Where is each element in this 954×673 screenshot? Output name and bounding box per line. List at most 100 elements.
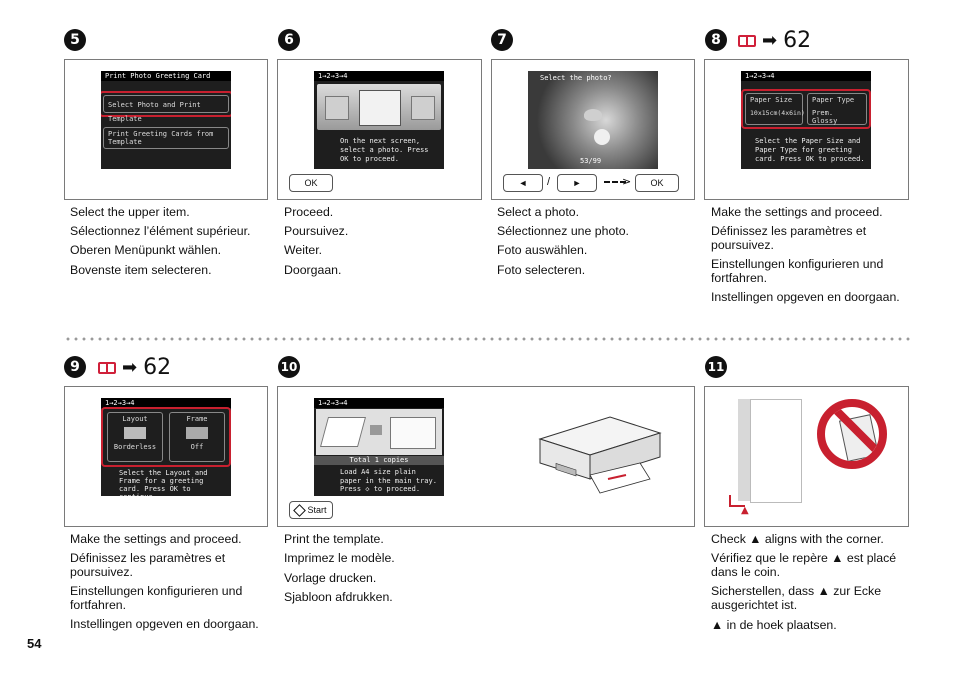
lcd-screen: 1→2→3→4 Paper Size 10x15cm(4x6in) Paper … bbox=[741, 71, 871, 169]
step-number-5: 5 bbox=[64, 29, 86, 51]
frame-thumbnail bbox=[186, 427, 208, 439]
step-7-illustration: Select the photo? 53/99 ◄ / ► > OK bbox=[491, 59, 695, 200]
book-icon bbox=[738, 34, 756, 47]
document-sheet bbox=[750, 399, 802, 503]
template-carousel bbox=[317, 84, 441, 130]
paper-type-setting: Paper Type Prem. Glossy bbox=[807, 93, 867, 125]
lcd-screen: 1→2→3→4 Layout Borderless Frame Off Sele… bbox=[101, 398, 231, 496]
lcd-header: 1→2→3→4 bbox=[101, 398, 231, 408]
layout-thumbnail bbox=[124, 427, 146, 439]
step-5-line-4: Bovenste item selecteren. bbox=[70, 263, 212, 277]
page-reference[interactable]: ➡ 62 bbox=[98, 355, 171, 380]
load-paper-graphic bbox=[316, 409, 442, 455]
start-icon bbox=[293, 503, 307, 517]
step-5-line-3: Oberen Menüpunkt wählen. bbox=[70, 243, 222, 257]
triangle-marker-icon: ▲ bbox=[741, 505, 749, 516]
step-10-line-4: Sjabloon afdrukken. bbox=[284, 590, 393, 604]
step-8-line-2: Définissez les paramètres et poursuivez. bbox=[711, 224, 867, 252]
page-reference[interactable]: ➡ 62 bbox=[738, 28, 811, 53]
step-8-illustration: 1→2→3→4 Paper Size 10x15cm(4x6in) Paper … bbox=[704, 59, 909, 200]
step-9-line-2: Définissez les paramètres et poursuivez. bbox=[70, 551, 226, 579]
reference-page-number: 62 bbox=[143, 355, 172, 380]
lcd-instruction: Select the Layout and Frame for a greeti… bbox=[119, 469, 208, 496]
step-11-line-2: Vérifiez que le repère ▲ est placé dans … bbox=[711, 551, 897, 579]
lcd-header: 1→2→3→4 bbox=[741, 71, 871, 81]
step-6-illustration: 1→2→3→4 On the next screen, select a pho… bbox=[277, 59, 482, 200]
lcd-screen: 1→2→3→4 Total 1 copies Load A4 size plai… bbox=[314, 398, 444, 496]
step-number-6: 6 bbox=[278, 29, 300, 51]
step-9-illustration: 1→2→3→4 Layout Borderless Frame Off Sele… bbox=[64, 386, 268, 527]
step-7-line-2: Sélectionnez une photo. bbox=[497, 224, 629, 238]
paper-size-label: Paper Size bbox=[750, 96, 793, 104]
step-number-7: 7 bbox=[491, 29, 513, 51]
lcd-instruction: On the next screen, select a photo. Pres… bbox=[340, 137, 429, 163]
ok-button[interactable]: OK bbox=[635, 174, 679, 192]
step-5-illustration: Print Photo Greeting Card Select Photo a… bbox=[64, 59, 268, 200]
butterfly-photo bbox=[584, 109, 602, 121]
paper-type-value: Prem. Glossy bbox=[812, 109, 838, 125]
frame-value: Off bbox=[190, 443, 204, 451]
step-number-8: 8 bbox=[705, 29, 727, 51]
book-icon bbox=[98, 361, 116, 374]
lcd-instruction: Load A4 size plain paper in the main tra… bbox=[340, 468, 437, 493]
step-6-line-4: Doorgaan. bbox=[284, 263, 342, 277]
slash-separator: / bbox=[547, 176, 551, 188]
step-9-line-3: Einstellungen konfigurieren und fortfahr… bbox=[70, 584, 243, 612]
frame-setting: Frame Off bbox=[169, 412, 225, 462]
step-8-line-3: Einstellungen konfigurieren und fortfahr… bbox=[711, 257, 884, 285]
step-9-line-4: Instellingen opgeven en doorgaan. bbox=[70, 617, 259, 631]
dashed-arrow-icon bbox=[604, 181, 626, 183]
page-number: 54 bbox=[27, 636, 42, 651]
lcd-screen: 1→2→3→4 On the next screen, select a pho… bbox=[314, 71, 444, 169]
section-divider bbox=[64, 337, 910, 341]
step-number-9: 9 bbox=[64, 356, 86, 378]
layout-value: Borderless bbox=[113, 443, 157, 451]
lcd-instruction: Select the Paper Size and Paper Type for… bbox=[755, 137, 865, 163]
layout-setting: Layout Borderless bbox=[107, 412, 163, 462]
step-number-10: 10 bbox=[278, 356, 300, 378]
flower-photo bbox=[594, 129, 610, 145]
selection-highlight bbox=[101, 407, 231, 467]
lcd-option-1: Select Photo and Print Template bbox=[103, 95, 229, 123]
lcd-screen: Print Photo Greeting Card Select Photo a… bbox=[101, 71, 231, 169]
arrow-right-icon: ➡ bbox=[122, 356, 138, 378]
layout-label: Layout bbox=[122, 415, 148, 423]
lcd-header: Select the photo? bbox=[540, 74, 612, 82]
step-number-11: 11 bbox=[705, 356, 727, 378]
step-6-line-3: Weiter. bbox=[284, 243, 323, 257]
lcd-header: 1→2→3→4 bbox=[314, 71, 444, 81]
lcd-header: Print Photo Greeting Card bbox=[101, 71, 231, 81]
left-button[interactable]: ◄ bbox=[503, 174, 543, 192]
step-7-line-4: Foto selecteren. bbox=[497, 263, 586, 277]
step-6-line-1: Proceed. bbox=[284, 205, 334, 219]
start-button[interactable]: Start bbox=[289, 501, 333, 519]
ok-button[interactable]: OK bbox=[289, 174, 333, 192]
prohibited-icon bbox=[817, 399, 887, 469]
start-label: Start bbox=[307, 505, 327, 515]
copies-text: Total 1 copies bbox=[314, 456, 444, 465]
selection-highlight bbox=[741, 89, 871, 129]
step-11-illustration: ▲ bbox=[704, 386, 909, 527]
printer-illustration bbox=[538, 416, 662, 494]
step-10-line-3: Vorlage drucken. bbox=[284, 571, 377, 585]
paper-type-label: Paper Type bbox=[812, 96, 855, 104]
photo-counter: 53/99 bbox=[580, 157, 602, 165]
step-7-line-1: Select a photo. bbox=[497, 205, 580, 219]
step-11-line-1: Check ▲ aligns with the corner. bbox=[711, 532, 884, 546]
right-button[interactable]: ► bbox=[557, 174, 597, 192]
step-8-line-4: Instellingen opgeven en doorgaan. bbox=[711, 290, 900, 304]
arrow-right-icon: ➡ bbox=[762, 29, 778, 51]
paper-size-value: 10x15cm(4x6in) bbox=[750, 109, 805, 117]
step-5-line-2: Sélectionnez l’élément supérieur. bbox=[70, 224, 251, 238]
step-9-line-1: Make the settings and proceed. bbox=[70, 532, 242, 546]
step-11-line-4: ▲ in de hoek plaatsen. bbox=[711, 618, 837, 632]
arrow-head-icon: > bbox=[622, 175, 632, 188]
step-7-line-3: Foto auswählen. bbox=[497, 243, 588, 257]
step-8-line-1: Make the settings and proceed. bbox=[711, 205, 883, 219]
step-10-illustration: 1→2→3→4 Total 1 copies Load A4 size plai… bbox=[277, 386, 695, 527]
selection-highlight bbox=[101, 91, 231, 117]
lcd-header: 1→2→3→4 bbox=[314, 398, 444, 408]
lcd-photo-screen: Select the photo? 53/99 bbox=[528, 71, 658, 169]
corner-guide bbox=[729, 495, 745, 507]
reference-page-number: 62 bbox=[783, 28, 812, 53]
